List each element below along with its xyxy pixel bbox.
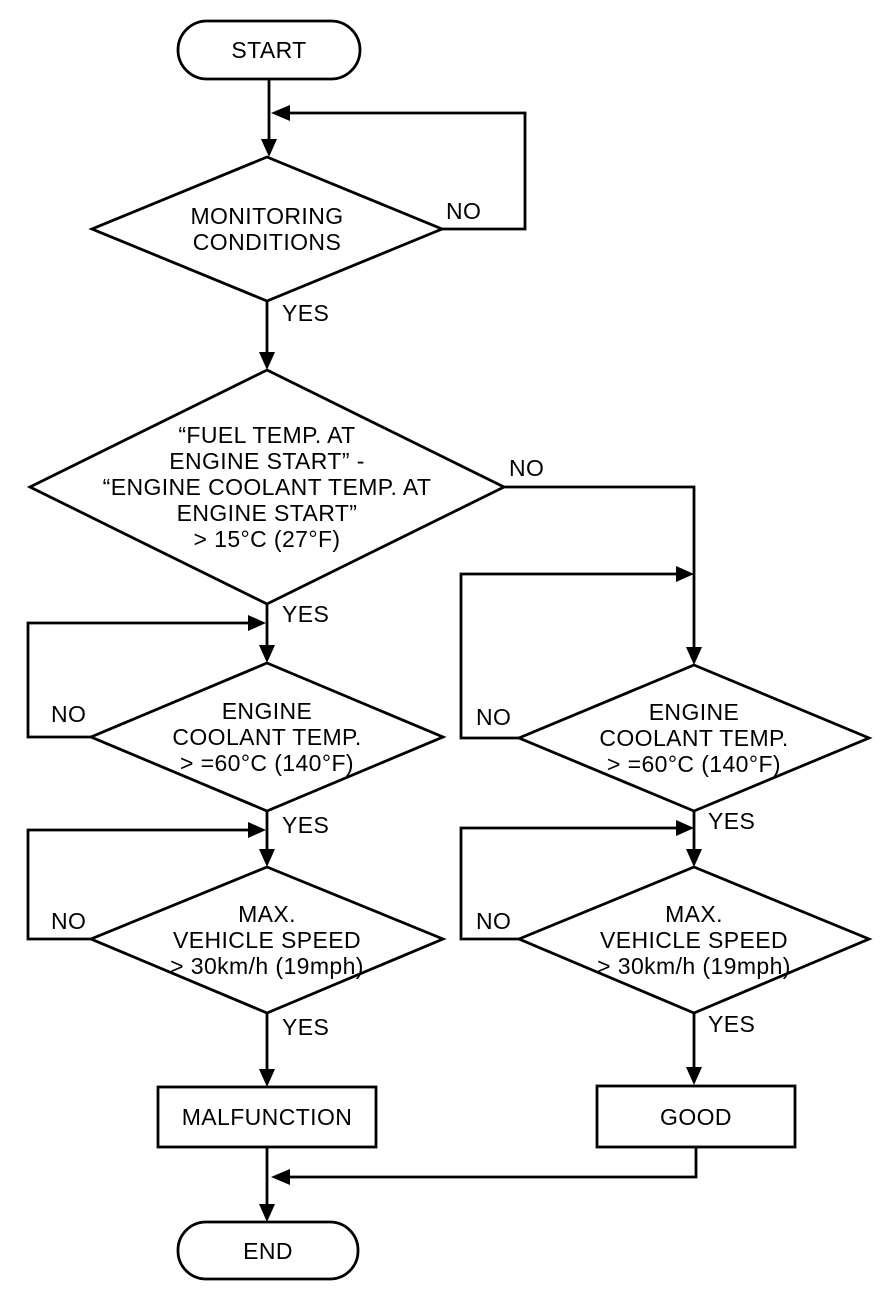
node-end-terminator — [176, 1220, 360, 1281]
coolant-right-no-label: NO — [476, 704, 512, 730]
coolant-left-no-label: NO — [51, 701, 87, 727]
speed-left-no-label: NO — [51, 908, 87, 934]
edge-speed-left-yes — [259, 1013, 275, 1087]
edge-speed-left-no-loop — [26, 822, 266, 941]
node-speed-right-decision — [515, 865, 873, 1015]
node-malfunction-process — [156, 1085, 378, 1149]
speed-right-no-label: NO — [476, 908, 512, 934]
vehicle-speed-left-label: MAX. VEHICLE SPEED > 30km/h (19mph) — [170, 901, 364, 979]
edge-malfunction-to-end — [259, 1147, 275, 1222]
coolant-right-yes-label: YES — [708, 808, 756, 834]
node-speed-left-decision — [87, 865, 447, 1015]
fuel-delta-no-label: NO — [509, 455, 545, 481]
coolant-left-yes-label: YES — [282, 812, 330, 838]
edge-monitoring-no-loop — [271, 105, 527, 231]
speed-right-yes-label: YES — [708, 1011, 756, 1037]
monitoring-conditions-label: MONITORING CONDITIONS — [190, 203, 344, 255]
edge-coolant-right-no-loop — [459, 566, 694, 740]
speed-left-yes-label: YES — [282, 1014, 330, 1040]
edge-speed-right-yes — [686, 1013, 702, 1085]
edge-coolant-left-no-loop — [26, 615, 266, 739]
start-label: START — [231, 37, 307, 63]
monitoring-yes-label: YES — [282, 300, 330, 326]
node-start-terminator — [176, 19, 362, 81]
edge-good-merge — [271, 1147, 698, 1185]
fuel-temp-delta-label: “FUEL TEMP. AT ENGINE START” - “ENGINE C… — [102, 422, 432, 552]
node-fuel-temp-decision — [26, 368, 508, 606]
node-monitoring-decision — [88, 155, 446, 303]
edge-fuel-yes — [259, 604, 275, 663]
node-good-process — [595, 1084, 797, 1149]
fuel-delta-yes-label: YES — [282, 601, 330, 627]
edge-coolant-right-yes — [686, 811, 702, 867]
node-coolant-right-decision — [515, 663, 873, 813]
coolant-temp-right-label: ENGINE COOLANT TEMP. > =60°C (140°F) — [599, 699, 789, 777]
edge-monitoring-yes — [259, 301, 275, 370]
node-coolant-left-decision — [87, 661, 447, 813]
vehicle-speed-right-label: MAX. VEHICLE SPEED > 30km/h (19mph) — [597, 901, 791, 979]
good-label: GOOD — [660, 1103, 732, 1130]
edge-fuel-no — [504, 485, 702, 665]
monitoring-no-label: NO — [446, 198, 482, 224]
malfunction-label: MALFUNCTION — [181, 1104, 353, 1130]
edge-coolant-left-yes — [259, 811, 275, 867]
end-label: END — [243, 1237, 293, 1264]
edge-speed-right-no-loop — [459, 820, 694, 941]
coolant-temp-left-label: ENGINE COOLANT TEMP. > =60°C (140°F) — [172, 698, 362, 776]
edge-start-to-monitoring — [261, 79, 277, 157]
